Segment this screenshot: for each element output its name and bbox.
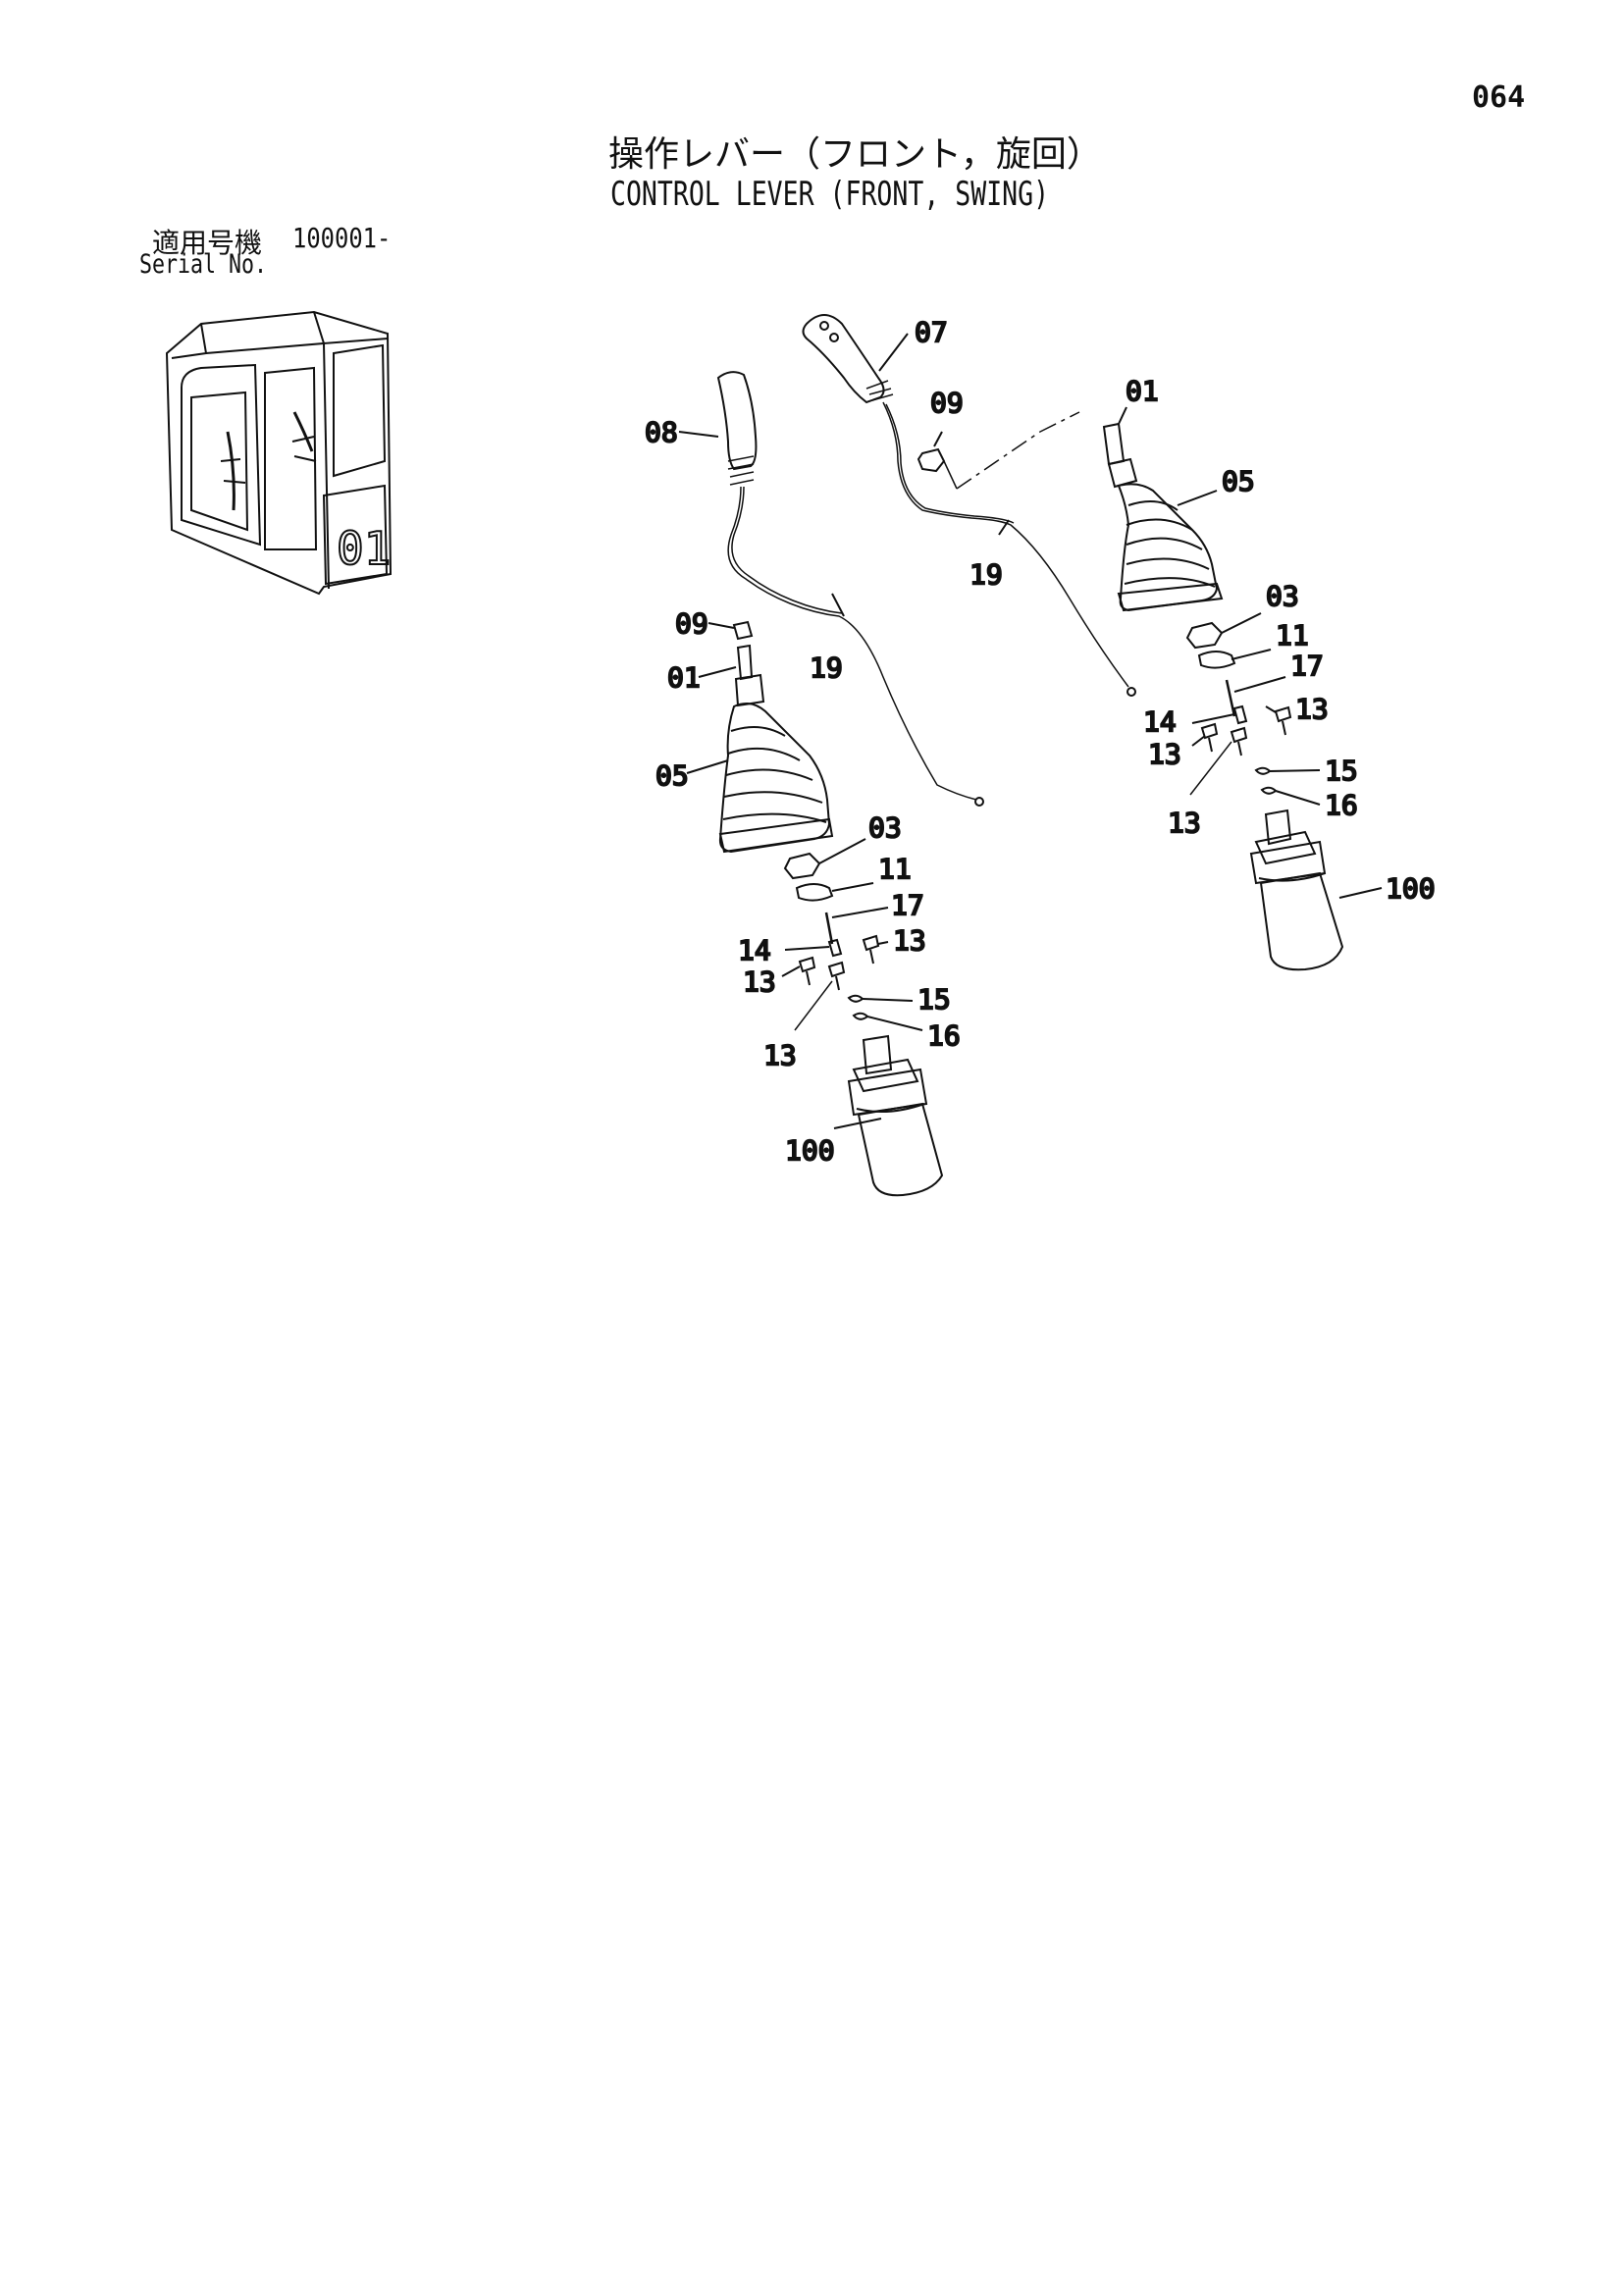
grip-08-icon (716, 371, 758, 486)
callout-right-13c: 13 (1168, 807, 1201, 839)
callout-right-01: 01 (1126, 375, 1159, 407)
title-english: CONTROL LEVER (FRONT, SWING) (610, 175, 1050, 214)
callout-right-14: 14 (1143, 705, 1177, 738)
callout-right-11: 11 (1276, 619, 1309, 652)
serial-label-japanese: 適用号機 (152, 227, 263, 259)
callout-left-17: 17 (891, 889, 924, 921)
pilot-valve-100-left-icon (847, 1034, 944, 1197)
callout-right-100: 100 (1386, 872, 1436, 905)
callout-right-13a: 13 (1295, 693, 1329, 725)
boot-05-right-icon (1117, 483, 1224, 612)
callout-right-03: 03 (1266, 580, 1299, 612)
callout-left-09: 09 (675, 607, 708, 640)
callout-right-09: 09 (930, 387, 964, 419)
serial-label-english: Serial No. (139, 249, 268, 280)
page-number: 064 (1472, 80, 1526, 115)
boot-05-left-icon (718, 702, 834, 854)
serial-number-value: 100001- (292, 222, 392, 254)
callout-left-13c: 13 (763, 1039, 797, 1071)
callout-right-13b: 13 (1148, 738, 1181, 770)
callout-right-16: 16 (1325, 789, 1358, 821)
callout-left-11: 11 (878, 853, 912, 885)
callout-left-19: 19 (810, 652, 843, 684)
callout-left-15: 15 (917, 983, 951, 1016)
callout-right-19: 19 (969, 558, 1003, 591)
callout-right-15: 15 (1325, 755, 1358, 787)
callout-left-16: 16 (927, 1019, 961, 1052)
lever-01-left-icon (734, 644, 765, 707)
lever-01-right-icon (1102, 422, 1138, 489)
callout-left-08: 08 (645, 416, 678, 448)
right-lever-assembly (802, 314, 1383, 971)
callout-left-01: 01 (667, 661, 701, 694)
left-lever-assembly (678, 371, 984, 1197)
cab-marking: 01 (337, 522, 391, 575)
callout-left-100: 100 (785, 1134, 835, 1167)
pilot-valve-100-right-icon (1249, 808, 1344, 971)
callout-left-03: 03 (868, 811, 902, 844)
title-japanese: 操作レバー（フロント，旋回） (608, 134, 1102, 175)
callout-right-05: 05 (1222, 465, 1255, 497)
grip-07-icon (802, 314, 894, 404)
callout-right-07: 07 (915, 316, 948, 348)
callout-left-14: 14 (738, 934, 771, 966)
callout-left-13a: 13 (893, 924, 926, 957)
callout-left-13b: 13 (743, 965, 776, 998)
cab-location-inset: 01 (165, 310, 392, 596)
callout-left-05: 05 (655, 759, 689, 792)
callout-right-17: 17 (1290, 650, 1324, 682)
